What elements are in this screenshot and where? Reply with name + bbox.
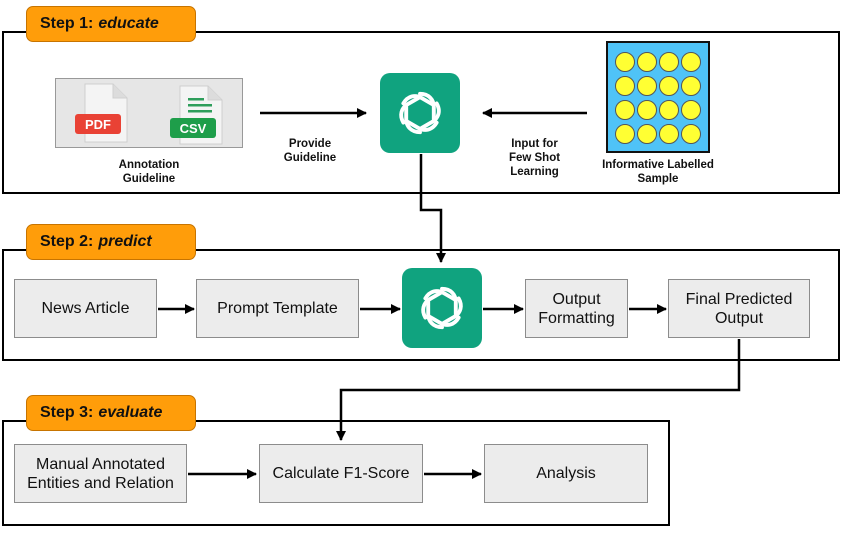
openai-logo-icon xyxy=(399,91,441,135)
pdf-text: PDF xyxy=(85,117,111,132)
sample-dot xyxy=(637,52,657,72)
prompt-template-box: Prompt Template xyxy=(196,279,359,338)
final-predicted-output-box: Final Predicted Output xyxy=(668,279,810,338)
few-shot-label: Input for Few Shot Learning xyxy=(508,138,561,178)
csv-file-icon: CSV xyxy=(170,85,223,145)
dot-grid-icon xyxy=(615,52,701,144)
sample-dot xyxy=(637,124,657,144)
step1-title: Step 1: xyxy=(40,15,94,32)
output-formatting-box: Output Formatting xyxy=(525,279,628,338)
analysis-box: Analysis xyxy=(484,444,648,503)
step2-tab: Step 2:predict xyxy=(26,224,196,260)
calculate-f1-box: Calculate F1-Score xyxy=(259,444,423,503)
step2-title-emph: predict xyxy=(98,233,152,250)
chatgpt-logo-step2 xyxy=(402,268,482,348)
sample-dot xyxy=(681,100,701,120)
csv-text: CSV xyxy=(180,121,207,136)
sample-dot xyxy=(659,124,679,144)
sample-dot xyxy=(615,100,635,120)
sample-dot xyxy=(615,76,635,96)
provide-guideline-label: Provide Guideline xyxy=(283,138,337,164)
step2-title: Step 2: xyxy=(40,233,94,250)
sample-dot xyxy=(637,100,657,120)
sample-dot xyxy=(659,76,679,96)
pdf-file-icon: PDF xyxy=(75,83,128,143)
news-article-box: News Article xyxy=(14,279,157,338)
step1-title-emph: educate xyxy=(98,15,159,32)
labelled-sample-label: Informative Labelled Sample xyxy=(602,159,714,185)
sample-dot xyxy=(615,52,635,72)
labelled-sample-grid xyxy=(606,41,710,153)
step3-tab: Step 3:evaluate xyxy=(26,395,196,431)
sample-dot xyxy=(659,52,679,72)
sample-dot xyxy=(659,100,679,120)
step3-title-emph: evaluate xyxy=(98,404,163,421)
step3-title: Step 3: xyxy=(40,404,94,421)
step1-tab: Step 1:educate xyxy=(26,6,196,42)
sample-dot xyxy=(681,76,701,96)
sample-dot xyxy=(681,52,701,72)
openai-logo-icon xyxy=(421,286,463,330)
manual-annotated-box: Manual Annotated Entities and Relation xyxy=(14,444,187,503)
sample-dot xyxy=(615,124,635,144)
sample-dot xyxy=(681,124,701,144)
chatgpt-logo-step1 xyxy=(380,73,460,153)
annotation-guideline-label: Annotation Guideline xyxy=(118,159,180,185)
annotation-guideline-image: PDF CSV xyxy=(55,78,243,148)
sample-dot xyxy=(637,76,657,96)
